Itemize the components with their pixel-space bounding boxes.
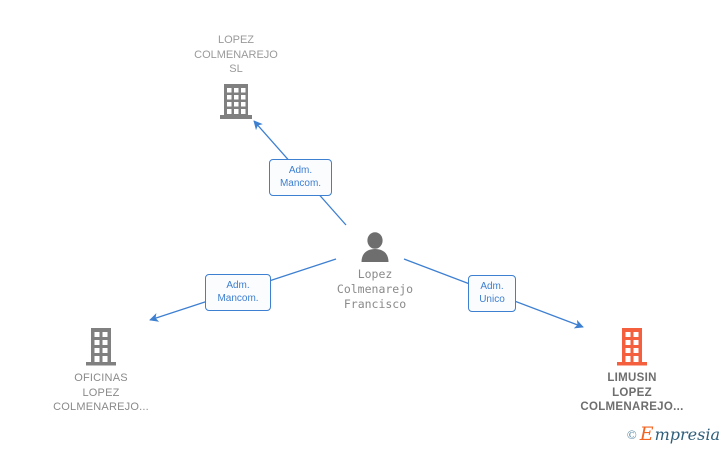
- person-icon: [295, 232, 455, 262]
- edge-label-adm-mancom-sl[interactable]: Adm. Mancom.: [269, 159, 332, 196]
- edge-label-adm-mancom-oficinas[interactable]: Adm. Mancom.: [205, 274, 271, 311]
- node-label-lopez-colmenarejo-sl: LOPEZ COLMENAREJO SL: [194, 34, 278, 75]
- node-label-lopez-colmenarejo-francisco: Lopez Colmenarejo Francisco: [336, 267, 414, 311]
- node-label-oficinas-lopez-colmenarejo: OFICINAS LOPEZ COLMENAREJO...: [53, 372, 149, 413]
- empresia-watermark: © E mpresia: [627, 425, 720, 444]
- node-lopez-colmenarejo-sl[interactable]: [156, 82, 316, 120]
- building-icon: [156, 82, 316, 120]
- node-oficinas-lopez-colmenarejo[interactable]: OFICINAS LOPEZ COLMENAREJO...: [21, 326, 181, 415]
- copyright-icon: ©: [626, 426, 637, 442]
- node-limusin-lopez-colmenarejo[interactable]: LIMUSIN LOPEZ COLMENAREJO...: [552, 326, 712, 415]
- building-icon: [552, 326, 712, 366]
- node-label-limusin-lopez-colmenarejo: LIMUSIN LOPEZ COLMENAREJO...: [580, 372, 684, 413]
- node-lopez-colmenarejo-francisco[interactable]: Lopez Colmenarejo Francisco: [295, 232, 455, 312]
- brand-initial: E: [639, 423, 654, 445]
- brand-name: mpresia: [654, 424, 720, 444]
- edge-label-adm-unico-limusin[interactable]: Adm. Unico: [468, 275, 516, 312]
- building-icon: [21, 326, 181, 366]
